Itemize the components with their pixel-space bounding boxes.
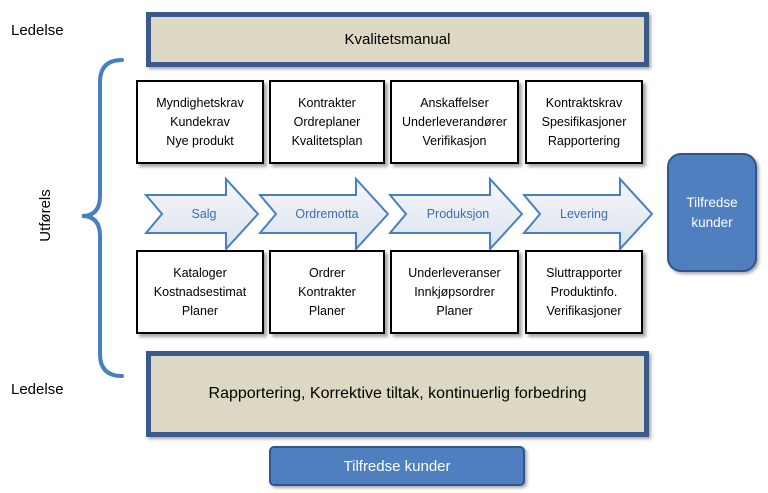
execution-label-wrap: Utførels [15,189,75,242]
execution-label: Utførels [36,188,54,242]
input-box-delivery: Kontraktskrav Spesifikasjoner Rapporteri… [525,80,643,164]
input-box-order: Kontrakter Ordreplaner Kvalitetsplan [269,80,385,164]
input-line: Anskaffelser [420,95,489,110]
output-box-delivery: Sluttrapporter Produktinfo. Verifikasjon… [525,250,643,334]
output-box-production: Underleveranser Innkjøpsordrer Planer [390,250,519,334]
output-line: Planer [181,303,219,318]
arrow-label-delivery: Levering [560,207,608,221]
input-line: Nye produkt [166,133,234,148]
input-line: Kundekrav [170,114,230,129]
brace-path [81,58,124,378]
input-line: Myndighetskrav [156,95,244,110]
input-box-production: Anskaffelser Underleverandører Verifikas… [390,80,519,164]
output-line: Planer [308,303,346,318]
input-line: Kontraktskrav [545,95,623,110]
output-line: Planer [436,303,473,318]
arrow-delivery [521,176,654,252]
output-line: Kontrakter [298,284,356,299]
arrow-label-order: Ordremotta [295,207,359,221]
input-box-sales: Myndighetskrav Kundekrav Nye produkt [136,80,264,164]
arrow-label-production: Produksjon [426,207,490,221]
input-line: Ordreplaner [293,114,361,129]
reporting-band: Rapportering, Korrektive tiltak, kontinu… [146,351,649,437]
output-line: Kataloger [173,265,227,280]
input-line: Rapportering [547,133,621,148]
output-line: Produktinfo. [550,284,618,299]
output-line: Verifikasjoner [546,303,622,318]
arrow-sales [143,176,260,252]
output-line: Sluttrapporter [546,265,622,280]
customers-bar-label: Tilfredse kunder [343,457,451,475]
process-arrows [143,176,654,252]
output-box-order: Ordrer Kontrakter Planer [269,250,385,334]
quality-manual-band: Kvalitetsmanual [146,12,649,67]
output-line: Innkjøpsordrer [414,284,495,299]
output-line: Underleveranser [408,265,501,280]
arrow-label-sales: Salg [191,207,217,221]
input-line: Kvalitetsplan [291,133,363,148]
management-label-top: Ledelse [11,22,64,39]
management-label-bottom: Ledelse [11,381,64,398]
output-box-sales: Kataloger Kostnadsestimat Planer [136,250,264,334]
satisfied-customers-bar: Tilfredse kunder [269,446,525,486]
output-line: Ordrer [308,265,346,280]
arrow-order [257,176,390,252]
customers-line: Tilfredse [686,194,738,210]
reporting-label: Rapportering, Korrektive tiltak, kontinu… [208,385,587,402]
quality-manual-label: Kvalitetsmanual [344,31,451,48]
input-line: Underleverandører [402,114,507,129]
input-line: Spesifikasjoner [541,114,627,129]
input-line: Verifikasjon [422,133,487,148]
execution-brace [81,58,124,378]
output-line: Kostnadsestimat [153,284,247,299]
satisfied-customers-box: Tilfredse kunder [667,153,757,272]
customers-line: kunder [691,214,733,230]
input-line: Kontrakter [298,95,356,110]
arrow-production [387,176,524,252]
